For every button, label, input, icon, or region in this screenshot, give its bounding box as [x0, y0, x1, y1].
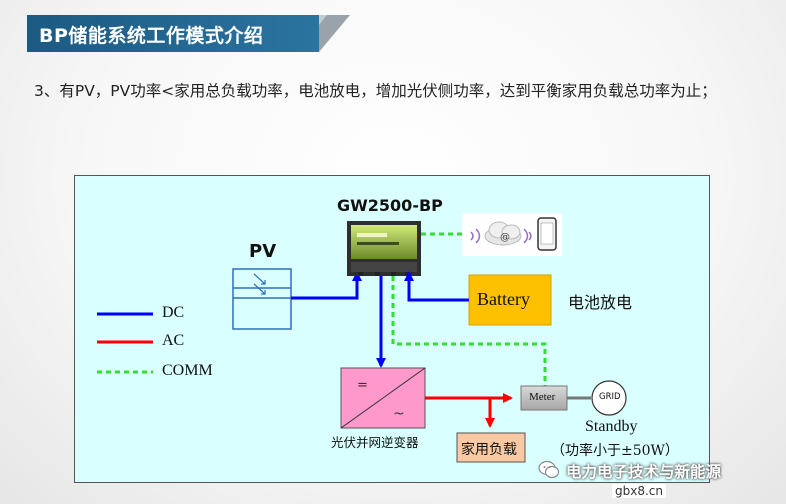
legend-ac-label: AC	[162, 332, 185, 349]
legend-comm-label: COMM	[162, 362, 213, 379]
title-banner-bg	[27, 15, 350, 52]
slide-title: BP储能系统工作模式介绍	[39, 25, 264, 47]
pv-arrows-icon	[253, 273, 266, 295]
home-load-box	[456, 432, 526, 463]
watermark-text: 电力电子技术与新能源	[566, 463, 722, 481]
watermark: 电力电子技术与新能源 gbx8.cn	[534, 460, 784, 500]
watermark-site: gbx8.cn	[612, 484, 666, 498]
monitoring-cloud-phone	[462, 213, 562, 256]
grid-status-label: Standby	[585, 418, 638, 435]
pv-dc-line	[291, 271, 362, 300]
gw2500-bp-device	[347, 221, 421, 276]
grid-icon	[591, 380, 627, 416]
battery-dc-line	[404, 271, 469, 302]
battery-label: Battery	[477, 289, 530, 309]
pv-label: PV	[249, 241, 277, 262]
grid-power-label: （功率小于±50W）	[551, 443, 679, 459]
diagram-panel: @ = ~ GW2500-BP PV Battery 电池放电 DC AC CO…	[74, 175, 710, 483]
meter-box	[520, 385, 568, 411]
comm-line-meter	[391, 276, 547, 386]
inverter-dc-symbol: =	[357, 378, 368, 393]
pv-panel	[232, 268, 292, 330]
slide-description: 3、有PV，PV功率<家用总负载功率，电池放电，增加光伏侧功率，达到平衡家用负载…	[34, 82, 717, 100]
meter-label: Meter	[529, 391, 556, 403]
wechat-icon	[538, 460, 560, 479]
device-label: GW2500-BP	[337, 196, 443, 215]
diagram-canvas: @ = ~	[97, 213, 627, 463]
inverter-ac-symbol: ~	[393, 406, 405, 422]
title-banner: BP储能系统工作模式介绍	[27, 15, 350, 52]
grid-label: GRID	[599, 392, 621, 402]
inverter-label: 光伏并网逆变器	[331, 435, 419, 450]
legend-dc-label: DC	[162, 304, 185, 321]
home-load-label: 家用负载	[461, 442, 517, 458]
battery-box	[468, 274, 552, 326]
battery-status-label: 电池放电	[568, 293, 633, 312]
cloud-at-icon: @	[500, 232, 510, 243]
